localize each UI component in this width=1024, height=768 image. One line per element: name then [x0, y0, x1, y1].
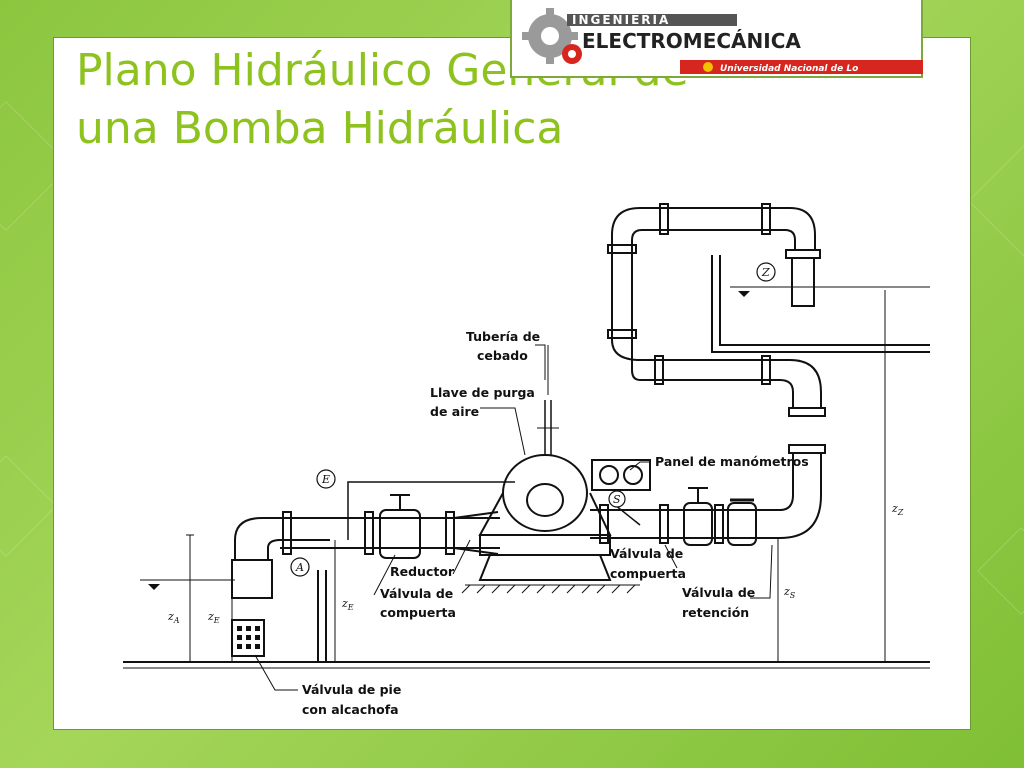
label-air-purge-line-1: Llave de purga [430, 385, 535, 400]
dimension-zs: zS [783, 585, 796, 600]
symbol-a: A [295, 561, 304, 574]
label-check-valve-line-1: Válvula de [682, 585, 755, 600]
label-reducer: Reductor [390, 564, 455, 579]
label-foot-valve-line-2: con alcachofa [302, 702, 399, 717]
logo-line-2: ELECTROMECÁNICA [582, 29, 801, 53]
label-right-gate-valve-line-1: Válvula de [610, 546, 683, 561]
suction-elbow [234, 517, 330, 560]
point-z-marker [756, 262, 776, 282]
symbol-e: E [321, 473, 330, 486]
gear-icon [522, 8, 582, 64]
dimension-lines [186, 290, 886, 662]
label-check-valve-line-2: retención [682, 605, 749, 620]
discharge-riser [779, 452, 822, 539]
university-logo: INGENIERIA ELECTROMECÁNICA Universidad N… [510, 0, 923, 78]
point-e-marker [316, 469, 336, 489]
gauge-panel [591, 459, 651, 491]
symbol-s: S [613, 493, 621, 506]
leader-lines [254, 344, 773, 691]
point-s-marker [608, 490, 626, 508]
label-gauge-panel: Panel de manómetros [655, 454, 809, 469]
discharge-tank [711, 255, 930, 353]
label-left-gate-valve-line-2: compuerta [380, 605, 456, 620]
label-priming-pipe-line-2: cebado [477, 348, 528, 363]
dimension-ze: zE [207, 610, 220, 625]
dimension-za: zA [167, 610, 180, 625]
point-a-marker [290, 557, 310, 577]
reducer [453, 511, 499, 555]
label-left-gate-valve-line-1: Válvula de [380, 586, 453, 601]
check-valve [727, 502, 757, 546]
priming-line [347, 481, 515, 540]
symbol-z: Z [761, 266, 770, 279]
pump-casing [502, 454, 588, 532]
suction-pipe-bottom [231, 559, 273, 599]
suction-pipe [280, 517, 500, 549]
upper-pipe-loop [611, 207, 816, 381]
slide-canvas [53, 37, 971, 730]
slide-title-line-2: una Bomba Hidráulica [76, 103, 564, 154]
dimension-ze-right: zE [341, 597, 354, 612]
label-air-purge-line-2: de aire [430, 404, 479, 419]
dimension-zz: zZ [891, 502, 904, 517]
logo-line-1: INGENIERIA [572, 13, 670, 27]
label-foot-valve-line-1: Válvula de pie [302, 682, 401, 697]
label-priming-pipe-line-1: Tubería de [466, 329, 540, 344]
suction-tank-wall [317, 570, 327, 662]
label-right-gate-valve-line-2: compuerta [610, 566, 686, 581]
discharge-outlet [791, 257, 815, 307]
logo-line-3: Universidad Nacional de Lo [720, 64, 858, 74]
logo-graphic: INGENIERIA ELECTROMECÁNICA Universidad N… [522, 8, 923, 74]
